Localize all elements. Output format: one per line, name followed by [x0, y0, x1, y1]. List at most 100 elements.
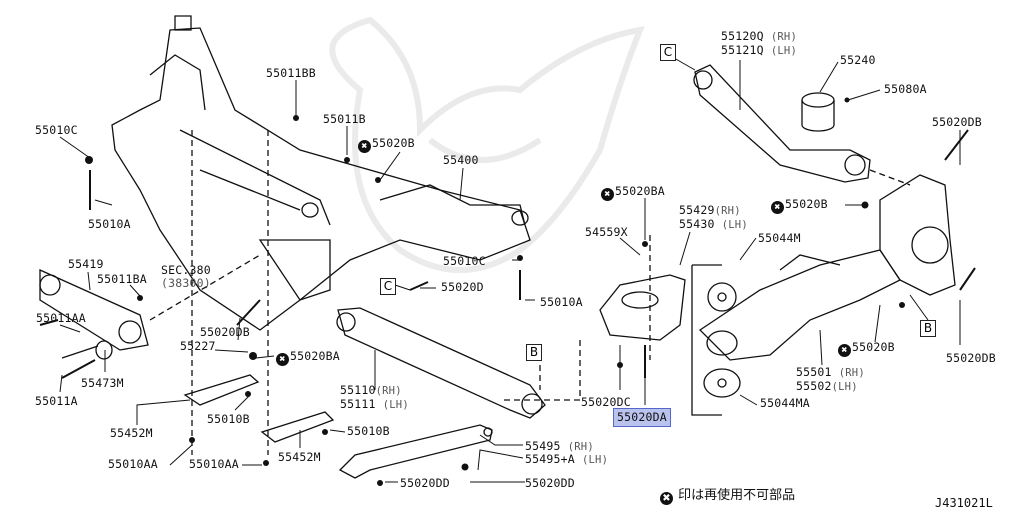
- side-rh: (RH): [567, 441, 594, 453]
- part-label-55020BA[interactable]: ✖55020BA: [601, 185, 665, 201]
- non-reusable-icon: ✖: [771, 201, 784, 214]
- lower-arm-55110: [336, 307, 546, 419]
- part-label-55121Q[interactable]: 55121Q (LH): [721, 44, 797, 58]
- part-label-55020DB[interactable]: 55020DB: [932, 115, 982, 129]
- part-label-55111[interactable]: 55111 (LH): [340, 398, 409, 412]
- part-label-55452M[interactable]: 55452M: [278, 450, 321, 464]
- side-lh: (LH): [382, 399, 409, 411]
- watermark-logo: [329, 16, 645, 273]
- upper-arm-55120Q: [693, 64, 871, 183]
- part-label-55011B[interactable]: 55011B: [323, 112, 366, 126]
- ref-box-c: C: [660, 44, 676, 61]
- part-label-55400[interactable]: 55400: [443, 153, 479, 167]
- part-label-55473M[interactable]: 55473M: [81, 376, 124, 390]
- part-label-55010A[interactable]: 55010A: [540, 295, 583, 309]
- fasteners: [85, 97, 905, 486]
- diagram-code: J431021L: [935, 496, 993, 510]
- side-rh: (RH): [838, 367, 865, 379]
- non-reusable-icon: ✖: [838, 344, 851, 357]
- subframe-55400: [111, 15, 531, 331]
- non-reusable-icon: ✖: [601, 188, 614, 201]
- part-label-55429[interactable]: 55429(RH): [679, 204, 741, 218]
- part-number: 55501: [796, 365, 832, 379]
- part-label-55020D[interactable]: 55020D: [441, 280, 484, 294]
- part-label-55010AA[interactable]: 55010AA: [189, 457, 239, 471]
- bump-stop-55240: [801, 92, 835, 132]
- part-label-55430[interactable]: 55430 (LH): [679, 218, 748, 232]
- toe-link-55495: [338, 424, 493, 479]
- part-label-55501[interactable]: 55501 (RH): [796, 366, 865, 380]
- part-label-55020DB[interactable]: 55020DB: [946, 351, 996, 365]
- part-label-55240[interactable]: 55240: [840, 53, 876, 67]
- part-label-55011A[interactable]: 55011A: [35, 394, 78, 408]
- part-label-55010C[interactable]: 55010C: [443, 254, 486, 268]
- part-number: 55121Q: [721, 43, 764, 57]
- part-label-55080A[interactable]: 55080A: [884, 82, 927, 96]
- part-number: 55495: [525, 439, 561, 453]
- part-label-55120Q[interactable]: 55120Q (RH): [721, 30, 797, 44]
- part-label-55495[interactable]: 55495 (RH): [525, 440, 594, 454]
- part-label-55020B[interactable]: ✖55020B: [358, 137, 415, 153]
- part-label-55020BA[interactable]: ✖55020BA: [276, 350, 340, 366]
- part-label-55044M[interactable]: 55044M: [758, 231, 801, 245]
- side-lh: (LH): [831, 381, 858, 393]
- knuckle: [879, 174, 956, 296]
- side-lh: (LH): [582, 454, 609, 466]
- part-label-55502[interactable]: 55502(LH): [796, 380, 858, 394]
- part-number: 55020B: [785, 197, 828, 211]
- part-number: 55020BA: [615, 184, 665, 198]
- section-ref-38300: (38300): [161, 276, 211, 290]
- part-number: 55111: [340, 397, 376, 411]
- part-label-55010B[interactable]: 55010B: [347, 424, 390, 438]
- part-number: 55110: [340, 383, 376, 397]
- trailing-arm-55501: [698, 249, 901, 361]
- part-number: 55429: [679, 203, 715, 217]
- side-rh: (RH): [714, 205, 741, 217]
- part-label-55020B[interactable]: ✖55020B: [838, 341, 895, 357]
- assembly-lines: [149, 130, 911, 455]
- part-label-55419[interactable]: 55419: [68, 257, 104, 271]
- bracket-55429: [599, 274, 686, 341]
- part-label-55020DC[interactable]: 55020DC: [581, 395, 631, 409]
- link-55419: [39, 268, 149, 360]
- side-rh: (RH): [375, 385, 402, 397]
- plate-55452M: [260, 411, 335, 443]
- part-label-55020DD[interactable]: 55020DD: [400, 476, 450, 490]
- part-number: 55502: [796, 379, 832, 393]
- ref-box-b: B: [526, 344, 542, 361]
- side-lh: (LH): [721, 219, 748, 231]
- section-ref-sec380[interactable]: SEC.380: [161, 263, 211, 277]
- plate-55452M: [183, 374, 260, 406]
- part-label-55020B[interactable]: ✖55020B: [771, 198, 828, 214]
- note-text: 印は再使用不可部品: [678, 488, 796, 503]
- part-label-55020DB[interactable]: 55020DB: [200, 325, 250, 339]
- part-label-55011BA[interactable]: 55011BA: [97, 272, 147, 286]
- side-lh: (LH): [770, 45, 797, 57]
- part-label-55010A[interactable]: 55010A: [88, 217, 131, 231]
- ref-box-c: C: [380, 278, 396, 295]
- part-label-55010B[interactable]: 55010B: [207, 412, 250, 426]
- legend-note: ✖ 印は再使用不可部品: [660, 484, 795, 505]
- part-number: 55430: [679, 217, 715, 231]
- part-label-55020DD[interactable]: 55020DD: [525, 476, 575, 490]
- part-number: 55020B: [852, 340, 895, 354]
- part-label-55227[interactable]: 55227: [180, 339, 216, 353]
- part-number: 55120Q: [721, 29, 764, 43]
- part-label-55452M[interactable]: 55452M: [110, 426, 153, 440]
- part-label-55010C[interactable]: 55010C: [35, 123, 78, 137]
- part-label-55110[interactable]: 55110(RH): [340, 384, 402, 398]
- leader-lines: [59, 57, 961, 483]
- part-label-55010AA[interactable]: 55010AA: [108, 457, 158, 471]
- side-rh: (RH): [770, 31, 797, 43]
- part-label-54559X[interactable]: 54559X: [585, 225, 628, 239]
- part-number: 55495+A: [525, 452, 575, 466]
- part-label-55495A[interactable]: 55495+A (LH): [525, 453, 608, 467]
- non-reusable-icon: ✖: [660, 492, 673, 505]
- part-label-55044MA[interactable]: 55044MA: [760, 396, 810, 410]
- part-label-55011BB[interactable]: 55011BB: [266, 66, 316, 80]
- bushing-55044M: [691, 264, 741, 416]
- part-label-55011AA[interactable]: 55011AA: [36, 311, 86, 325]
- part-label-55020DA-highlighted[interactable]: 55020DA: [613, 408, 671, 427]
